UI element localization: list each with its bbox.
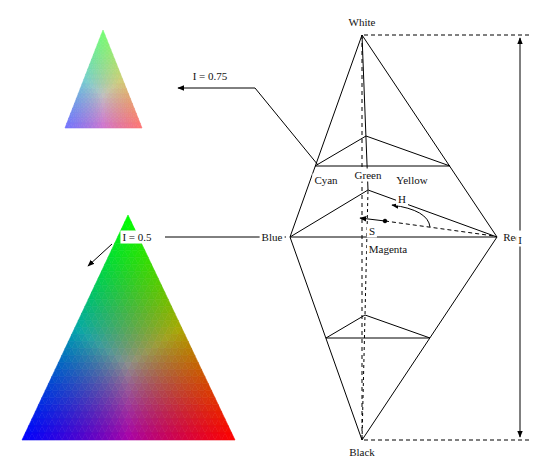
hue-symbol: H <box>396 193 408 206</box>
color-label: Green <box>353 169 384 182</box>
intensity-05-triangle <box>22 215 235 440</box>
color-label: Cyan <box>312 174 339 187</box>
axis-label: I <box>516 234 524 247</box>
intensity-label: I = 0.75 <box>191 70 230 83</box>
leader-lines <box>88 88 318 266</box>
intensity-label: I = 0.5 <box>120 231 153 244</box>
vertex-label: Blue <box>260 231 285 244</box>
color-label: Magenta <box>367 243 409 256</box>
hue-saturation-marks <box>360 205 494 236</box>
color-label: Yellow <box>394 174 429 187</box>
intensity-axis <box>364 35 530 440</box>
intensity-075-triangle <box>65 30 142 128</box>
vertex-label: Black <box>347 446 377 459</box>
saturation-symbol: S <box>367 225 377 238</box>
vertex-label: White <box>347 16 378 29</box>
double-pyramid <box>290 35 497 440</box>
